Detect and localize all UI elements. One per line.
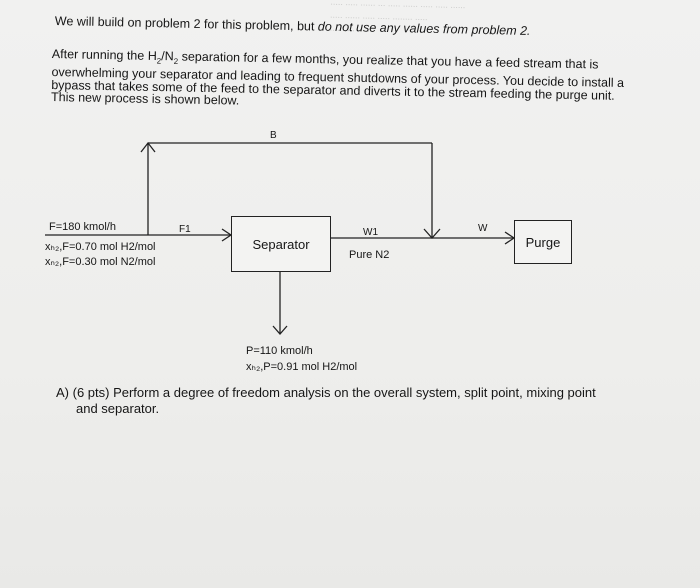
question-part-a: A) (6 pts) Perform a degree of freedom a…: [56, 385, 656, 417]
w-label: W: [478, 223, 488, 234]
purge-label: Purge: [525, 234, 561, 250]
separator-label: Separator: [252, 236, 310, 252]
separator-unit: Separator: [231, 216, 331, 272]
f1-label: F1: [179, 224, 191, 235]
w1-composition: Pure N2: [349, 249, 390, 261]
part-a-text: A) (6 pts) Perform a degree of freedom a…: [56, 385, 596, 400]
w1-label: W1: [363, 227, 378, 238]
purge-unit: Purge: [514, 220, 572, 264]
product-h2-fraction: xₕ₂,P=0.91 mol H2/mol: [246, 361, 358, 373]
bypass-label: B: [270, 130, 277, 141]
feed-h2-fraction: xₕ₂,F=0.70 mol H2/mol: [45, 241, 156, 253]
feed-n2-fraction: xₙ₂,F=0.30 mol N2/mol: [45, 256, 156, 268]
product-flow: P=110 kmol/h: [246, 345, 313, 357]
part-a-text-cont: and separator.: [76, 401, 160, 416]
feed-flow: F=180 kmol/h: [49, 221, 116, 233]
product-arrow: [272, 325, 288, 335]
